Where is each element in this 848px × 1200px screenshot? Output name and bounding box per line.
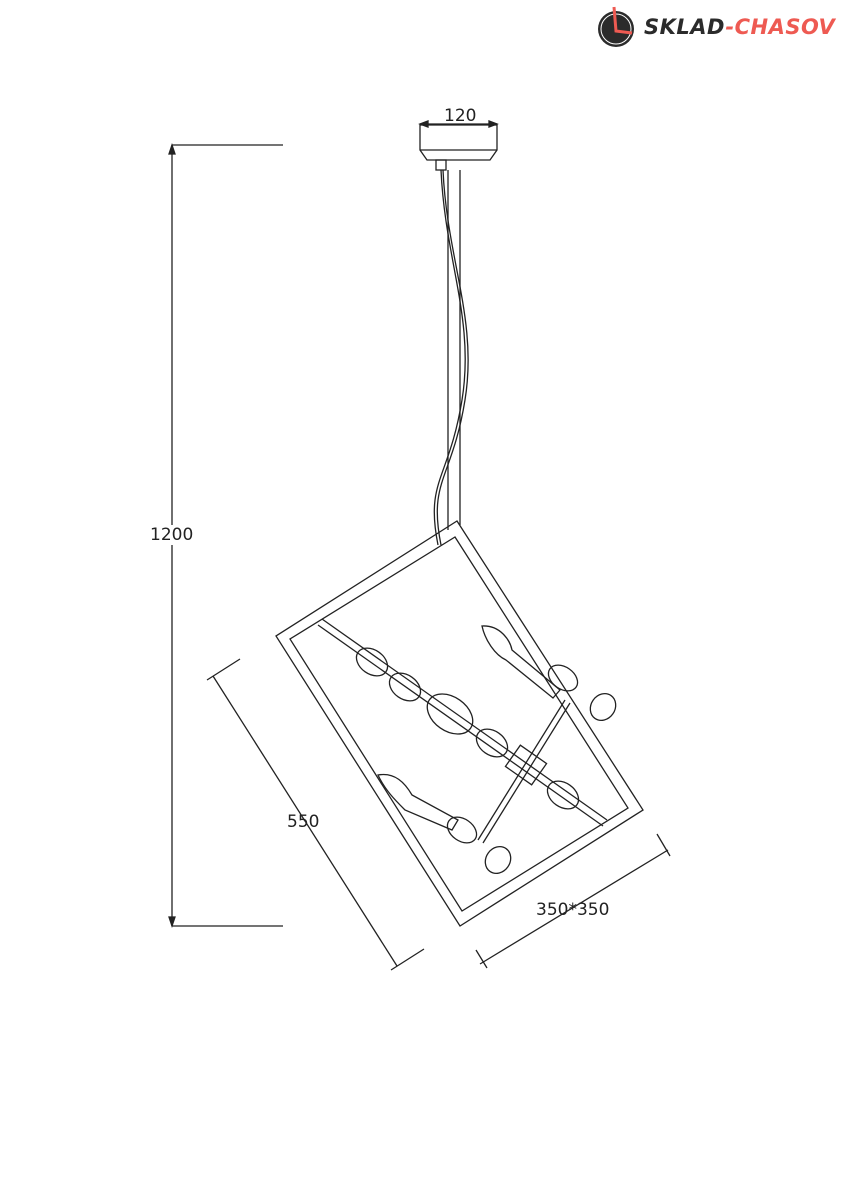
logo-text-sklad: SKLAD — [644, 15, 726, 39]
cross-bar — [477, 699, 571, 844]
frame-height-label: 550 — [287, 812, 320, 832]
logo-text-chasov: CHASOV — [734, 15, 836, 39]
logo-dash: - — [725, 15, 735, 39]
brand-logo: SKLAD-CHASOV — [594, 4, 835, 50]
crystal-arm — [317, 618, 608, 827]
frame-width-dimension-line — [475, 833, 671, 969]
frame-size-label: 350*350 — [536, 900, 610, 920]
candle-upper — [481, 625, 617, 722]
candle-lower — [377, 773, 512, 875]
frame-height-dimension-line — [206, 658, 425, 971]
canopy — [419, 124, 498, 171]
clock-icon — [598, 6, 634, 47]
total-height-label: 1200 — [150, 525, 194, 545]
suspension-rod — [433, 169, 469, 546]
square-frame — [275, 520, 644, 927]
canopy-dimension-line — [418, 120, 499, 128]
canopy-width-label: 120 — [444, 106, 477, 126]
